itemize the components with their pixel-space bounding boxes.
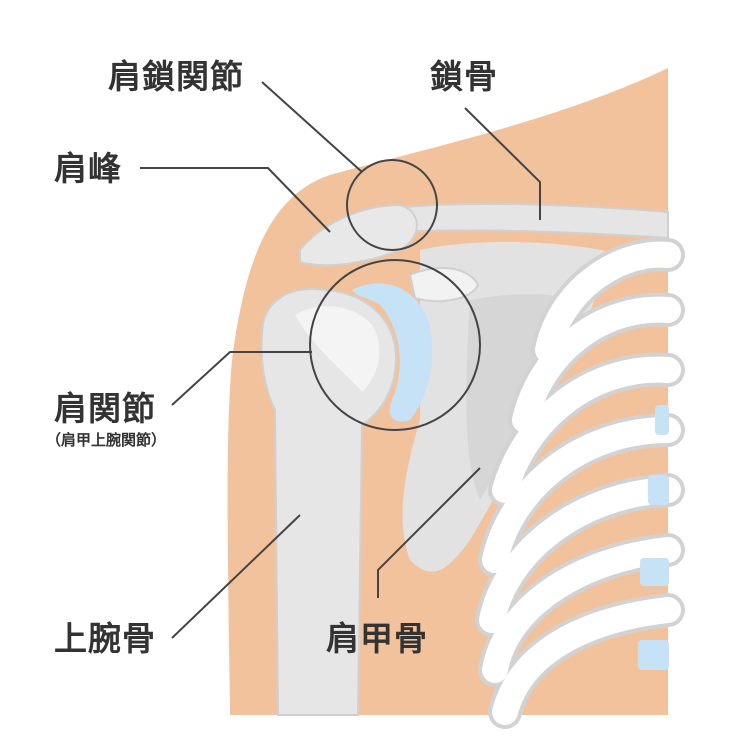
humerus-head-highlight [295,306,380,392]
leader-humerus [171,514,301,639]
label-clavicle: 鎖骨 [430,57,498,96]
label-glenohumeral-joint-sub: （肩甲上腕関節） [46,431,167,449]
label-acromion: 肩峰 [54,149,122,188]
acj-highlight-circle [346,159,438,251]
label-humerus: 上腕骨 [54,619,156,658]
leader-scapula [377,467,481,598]
leader-lines [140,81,541,639]
leader-clavicle [464,107,541,220]
leader-acj [261,81,363,173]
leader-gh [171,351,312,406]
label-scapula: 肩甲骨 [326,619,428,658]
label-acromioclavicular-joint: 肩鎖関節 [108,57,244,96]
glenoid-cartilage [352,283,433,422]
rib-cage [475,237,685,729]
humerus-bone [260,288,397,716]
costal-cartilage [638,405,669,670]
clavicle-bone [393,202,669,240]
label-glenohumeral-joint: 肩関節 [54,389,156,428]
gh-highlight-circle [309,259,481,431]
leader-acromion [140,167,331,233]
